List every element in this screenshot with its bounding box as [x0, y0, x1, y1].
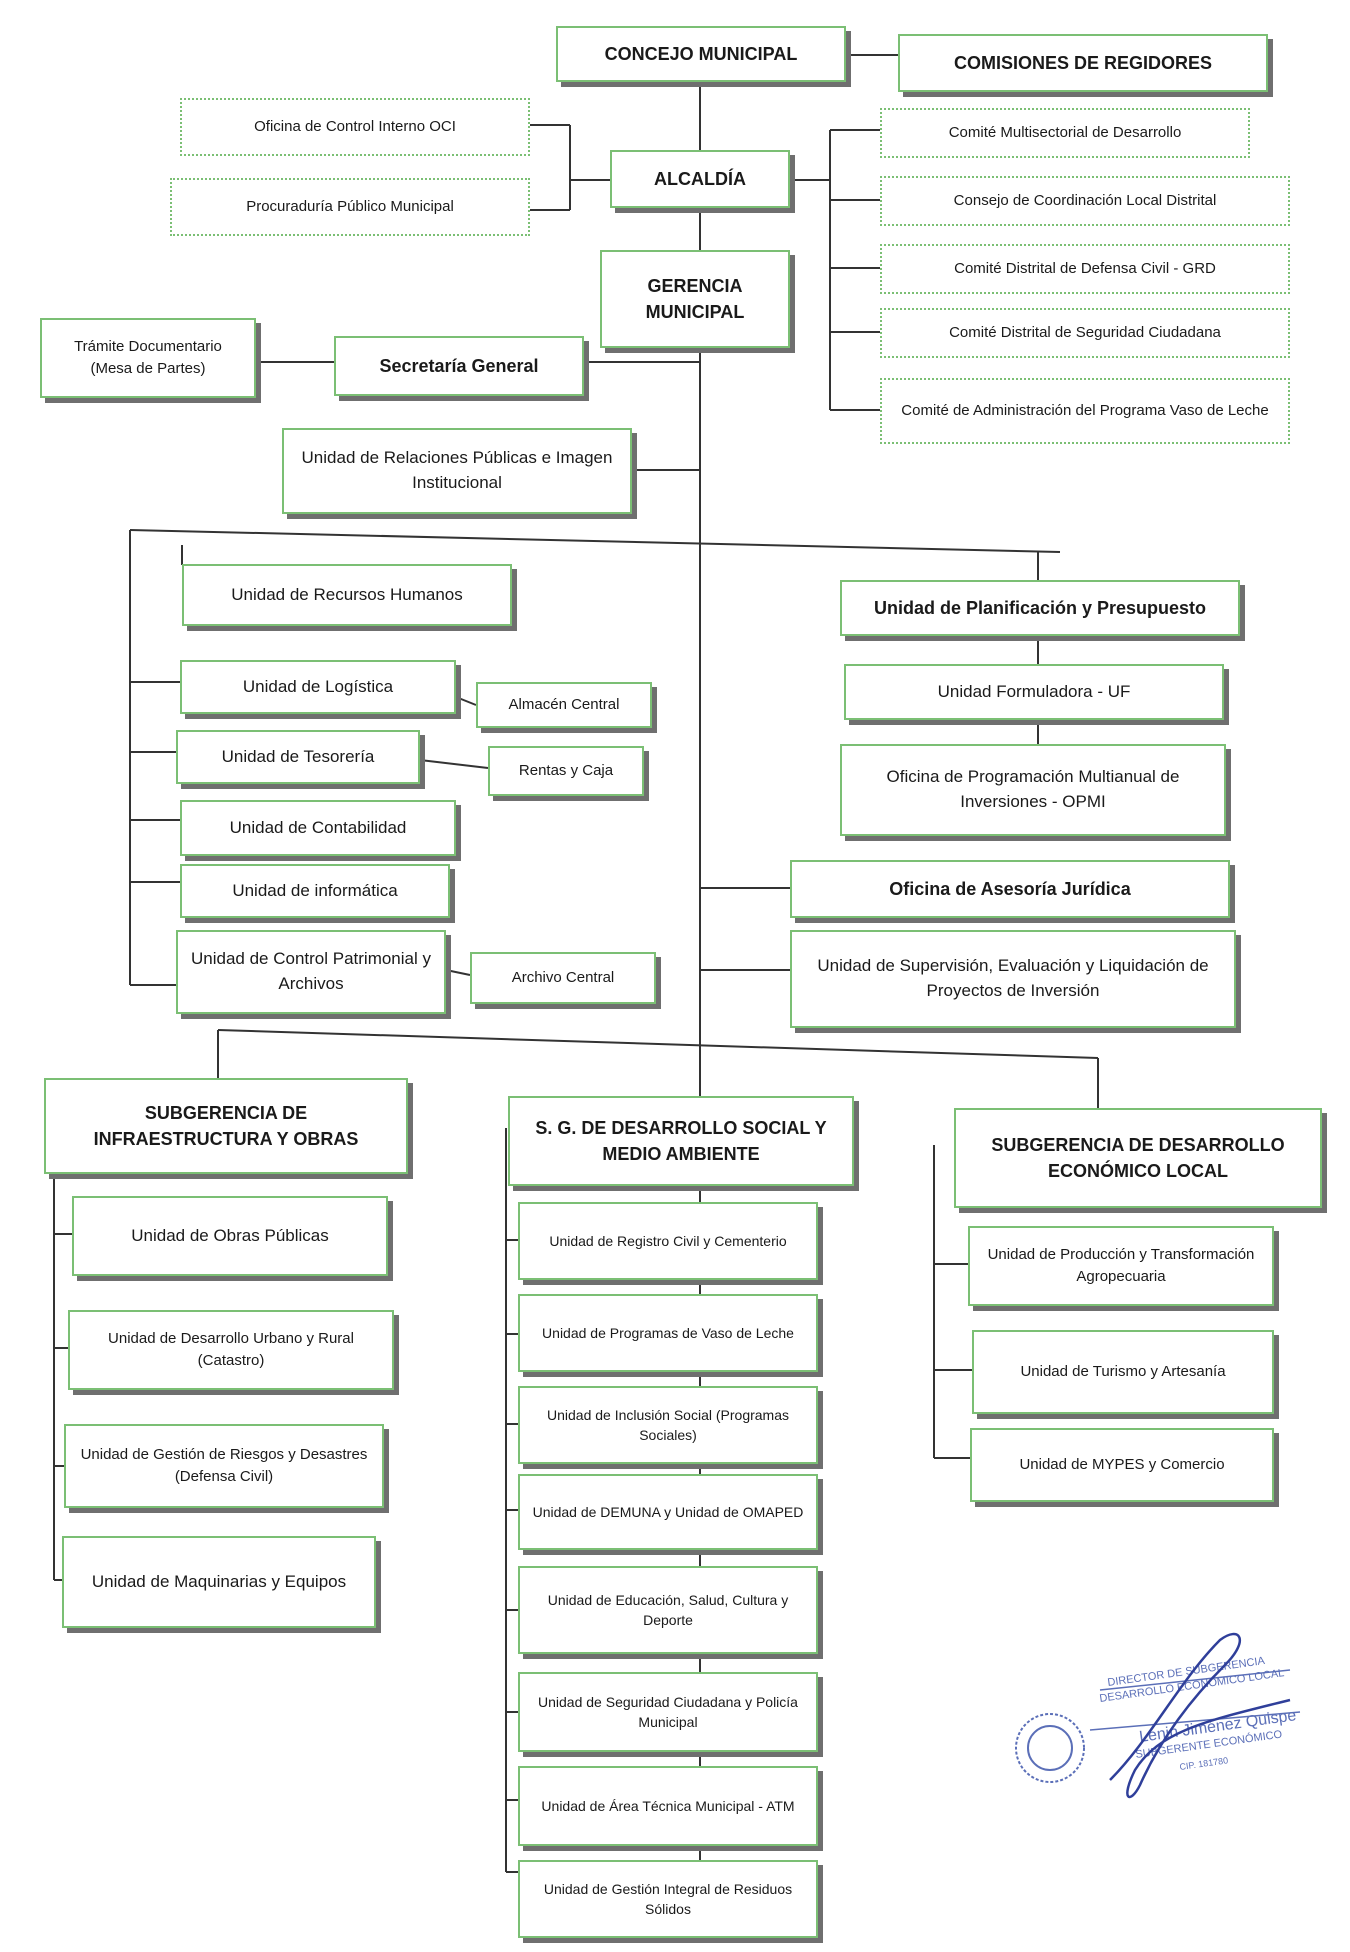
comite-defensa-civil-box: Comité Distrital de Defensa Civil - GRD [880, 244, 1290, 294]
educacion-box: Unidad de Educación, Salud, Cultura y De… [518, 1566, 818, 1654]
tramite-label: Trámite Documentario (Mesa de Partes) [74, 338, 222, 377]
oci-label: Oficina de Control Interno OCI [254, 118, 456, 136]
recursos-humanos-box: Unidad de Recursos Humanos [182, 564, 512, 626]
concejo-label: CONCEJO MUNICIPAL [604, 43, 798, 64]
tesoreria-box: Unidad de Tesorería [176, 730, 420, 784]
obras-publicas-box: Unidad de Obras Públicas [72, 1196, 388, 1276]
residuos-label: Unidad de Gestión Integral de Residuos S… [543, 1880, 793, 1917]
mypes-box: Unidad de MYPES y Comercio [970, 1428, 1274, 1502]
stamp-reg: CIP. 181780 [1179, 1755, 1229, 1772]
relaciones-publicas-box: Unidad de Relaciones Públicas e Imagen I… [282, 428, 632, 514]
concejo-municipal-box: CONCEJO MUNICIPAL [556, 26, 846, 82]
maquinarias-label: Unidad de Maquinarias y Equipos [91, 1571, 347, 1591]
supervision-label: Unidad de Supervisión, Evaluación y Liqu… [817, 956, 1209, 1000]
sg-social-label: S. G. DE DESARROLLO SOCIAL Y MEDIO AMBIE… [535, 1117, 827, 1164]
alcaldia-label: ALCALDÍA [654, 168, 746, 189]
gerencia-label: GERENCIA MUNICIPAL [645, 275, 745, 322]
desarrollo-urbano-box: Unidad de Desarrollo Urbano y Rural (Cat… [68, 1310, 394, 1390]
almacen-central-box: Almacén Central [476, 682, 652, 728]
produccion-label: Unidad de Producción y Transformación Ag… [987, 1246, 1255, 1285]
comite-seguridad-label: Comité Distrital de Seguridad Ciudadana [949, 324, 1221, 342]
maquinarias-box: Unidad de Maquinarias y Equipos [62, 1536, 376, 1628]
opmi-box: Oficina de Programación Multianual de In… [840, 744, 1226, 836]
logistica-box: Unidad de Logística [180, 660, 456, 714]
residuos-solidos-box: Unidad de Gestión Integral de Residuos S… [518, 1860, 818, 1938]
registro-civil-label: Unidad de Registro Civil y Cementerio [549, 1232, 787, 1249]
archivo-label: Archivo Central [511, 969, 615, 987]
planificacion-presupuesto-box: Unidad de Planificación y Presupuesto [840, 580, 1240, 636]
supervision-box: Unidad de Supervisión, Evaluación y Liqu… [790, 930, 1236, 1028]
sg-infraestructura-box: SUBGERENCIA DE INFRAESTRUCTURA Y OBRAS [44, 1078, 408, 1174]
comite-seguridad-box: Comité Distrital de Seguridad Ciudadana [880, 308, 1290, 358]
recursos-humanos-label: Unidad de Recursos Humanos [231, 584, 463, 604]
contabilidad-label: Unidad de Contabilidad [229, 817, 407, 837]
demuna-box: Unidad de DEMUNA y Unidad de OMAPED [518, 1474, 818, 1550]
comisiones-regidores-box: COMISIONES DE REGIDORES [898, 34, 1268, 92]
educacion-label: Unidad de Educación, Salud, Cultura y De… [547, 1591, 789, 1628]
comite-multisectorial-label: Comité Multisectorial de Desarrollo [948, 124, 1182, 142]
gestion-riesgos-box: Unidad de Gestión de Riesgos y Desastres… [64, 1424, 384, 1508]
programas-vaso-leche-box: Unidad de Programas de Vaso de Leche [518, 1294, 818, 1372]
archivo-central-box: Archivo Central [470, 952, 656, 1004]
registro-civil-box: Unidad de Registro Civil y Cementerio [518, 1202, 818, 1280]
seguridad-ciudadana-label: Unidad de Seguridad Ciudadana y Policía … [538, 1693, 798, 1730]
gestion-riesgos-label: Unidad de Gestión de Riesgos y Desastres… [80, 1446, 368, 1485]
informatica-label: Unidad de informática [232, 880, 398, 900]
contabilidad-box: Unidad de Contabilidad [180, 800, 456, 856]
planificacion-label: Unidad de Planificación y Presupuesto [873, 597, 1207, 618]
inclusion-social-label: Unidad de Inclusión Social (Programas So… [546, 1406, 789, 1443]
comite-defensa-civil-label: Comité Distrital de Defensa Civil - GRD [954, 260, 1216, 278]
signature-stamp: DIRECTOR DE SUBGERENCIA DESARROLLO ECONÓ… [1015, 1632, 1301, 1799]
formuladora-label: Unidad Formuladora - UF [937, 681, 1131, 701]
demuna-label: Unidad de DEMUNA y Unidad de OMAPED [532, 1503, 804, 1520]
sg-social-box: S. G. DE DESARROLLO SOCIAL Y MEDIO AMBIE… [508, 1096, 854, 1186]
control-patrimonial-label: Unidad de Control Patrimonial y Archivos [190, 949, 431, 993]
sg-economico-box: SUBGERENCIA DE DESARROLLO ECONÓMICO LOCA… [954, 1108, 1322, 1208]
procuraduria-label: Procuraduría Público Municipal [246, 198, 454, 216]
alcaldia-box: ALCALDÍA [610, 150, 790, 208]
consejo-coordinacion-label: Consejo de Coordinación Local Distrital [953, 192, 1217, 210]
consejo-coordinacion-box: Consejo de Coordinación Local Distrital [880, 176, 1290, 226]
sg-infraestructura-label: SUBGERENCIA DE INFRAESTRUCTURA Y OBRAS [93, 1102, 359, 1149]
tramite-documentario-box: Trámite Documentario (Mesa de Partes) [40, 318, 256, 398]
rentas-caja-box: Rentas y Caja [488, 746, 644, 796]
secretaria-label: Secretaría General [379, 355, 539, 376]
turismo-label: Unidad de Turismo y Artesanía [1020, 1363, 1226, 1381]
desarrollo-urbano-label: Unidad de Desarrollo Urbano y Rural (Cat… [108, 1330, 354, 1369]
inclusion-social-box: Unidad de Inclusión Social (Programas So… [518, 1386, 818, 1464]
procuraduria-box: Procuraduría Público Municipal [170, 178, 530, 236]
control-patrimonial-box: Unidad de Control Patrimonial y Archivos [176, 930, 446, 1014]
rentas-label: Rentas y Caja [518, 762, 614, 780]
area-tecnica-label: Unidad de Área Técnica Municipal - ATM [541, 1797, 795, 1814]
sg-economico-label: SUBGERENCIA DE DESARROLLO ECONÓMICO LOCA… [991, 1134, 1285, 1181]
area-tecnica-box: Unidad de Área Técnica Municipal - ATM [518, 1766, 818, 1846]
asesoria-label: Oficina de Asesoría Jurídica [889, 878, 1131, 899]
informatica-box: Unidad de informática [180, 864, 450, 918]
turismo-box: Unidad de Turismo y Artesanía [972, 1330, 1274, 1414]
comisiones-label: COMISIONES DE REGIDORES [953, 52, 1213, 73]
programas-vaso-label: Unidad de Programas de Vaso de Leche [542, 1324, 794, 1341]
seguridad-ciudadana-box: Unidad de Seguridad Ciudadana y Policía … [518, 1672, 818, 1752]
signature-scribble [1109, 1632, 1291, 1799]
unidad-formuladora-box: Unidad Formuladora - UF [844, 664, 1224, 720]
relaciones-publicas-label: Unidad de Relaciones Públicas e Imagen I… [301, 448, 613, 492]
almacen-label: Almacén Central [508, 696, 620, 714]
comite-vaso-leche-box: Comité de Administración del Programa Va… [880, 378, 1290, 444]
mypes-label: Unidad de MYPES y Comercio [1019, 1456, 1225, 1474]
gerencia-municipal-box: GERENCIA MUNICIPAL [600, 250, 790, 348]
comite-vaso-leche-label: Comité de Administración del Programa Va… [901, 402, 1269, 420]
logistica-label: Unidad de Logística [242, 676, 394, 696]
secretaria-general-box: Secretaría General [334, 336, 584, 396]
asesoria-juridica-box: Oficina de Asesoría Jurídica [790, 860, 1230, 918]
opmi-label: Oficina de Programación Multianual de In… [886, 767, 1180, 811]
produccion-box: Unidad de Producción y Transformación Ag… [968, 1226, 1274, 1306]
tesoreria-label: Unidad de Tesorería [221, 746, 375, 766]
obras-publicas-label: Unidad de Obras Públicas [131, 1225, 329, 1245]
comite-multisectorial-box: Comité Multisectorial de Desarrollo [880, 108, 1250, 158]
oci-box: Oficina de Control Interno OCI [180, 98, 530, 156]
